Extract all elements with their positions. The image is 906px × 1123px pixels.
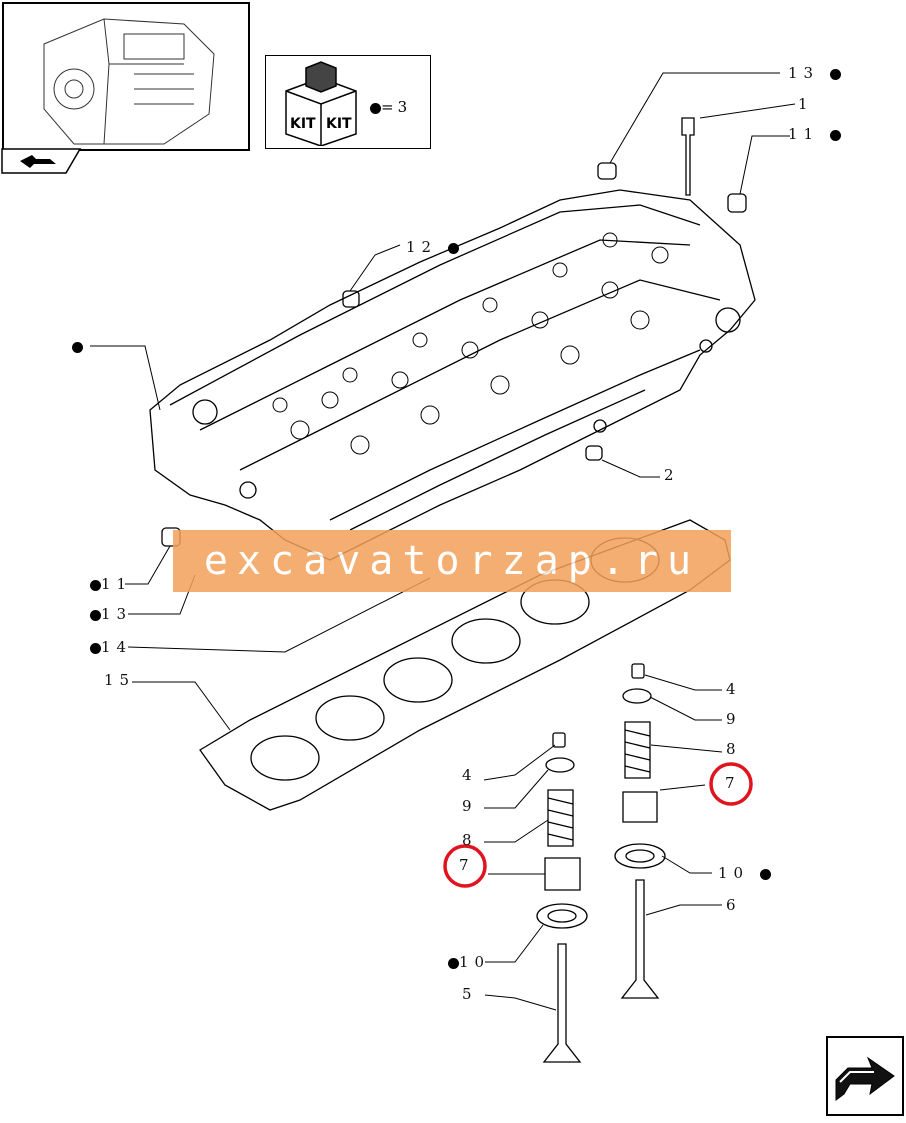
callout-13-left: 13 <box>90 605 132 623</box>
kit-label-right: KIT <box>326 116 352 132</box>
callout-2: 2 <box>664 466 680 484</box>
cylinder-head <box>149 189 756 561</box>
callout-12: 12 <box>406 238 459 256</box>
callout-11-left: 11 <box>90 575 132 593</box>
callout-14: 14 <box>90 638 132 656</box>
next-page-button[interactable] <box>826 1036 904 1116</box>
next-arrow-icon <box>835 1056 895 1101</box>
callout-11-top: 11 <box>788 125 841 143</box>
kit-legend: KIT KIT <box>265 55 431 149</box>
back-arrow-icon <box>1 148 82 174</box>
back-nav-tab[interactable] <box>0 147 82 175</box>
callout-7-left: 7 <box>459 856 475 874</box>
callout-15: 15 <box>104 671 136 689</box>
callout-8-left: 8 <box>462 831 478 849</box>
dowel-13-top <box>597 162 617 180</box>
highlight-circle-right <box>709 762 753 806</box>
leader-lines <box>90 72 796 1011</box>
callout-6: 6 <box>726 896 742 914</box>
callout-9-right: 9 <box>726 710 742 728</box>
kit-quantity-value: 3 <box>397 98 412 116</box>
callout-5: 5 <box>462 985 478 1003</box>
bolt-1 <box>681 117 695 196</box>
engine-thumbnail[interactable] <box>2 2 250 151</box>
dowel-12 <box>342 290 360 308</box>
kit-box-icon: KIT KIT <box>285 61 357 146</box>
callout-13-top: 13 <box>788 64 841 82</box>
callout-4-left: 4 <box>462 766 478 784</box>
watermark-banner: excavatorzap.ru <box>173 530 731 592</box>
kit-label-left: KIT <box>290 116 316 132</box>
highlight-circle-left <box>443 844 487 888</box>
valve-assembly-right <box>614 663 666 999</box>
callout-10-right: 10 <box>718 864 771 882</box>
kit-quantity: =3 <box>370 98 411 116</box>
callout-head-bullet <box>72 337 83 355</box>
callout-9-left: 9 <box>462 797 478 815</box>
engine-thumbnail-icon <box>43 18 215 145</box>
callout-1: 1 <box>798 95 814 113</box>
callout-4-right: 4 <box>726 680 742 698</box>
plug-2 <box>585 445 603 461</box>
valve-assembly-left <box>536 732 588 1063</box>
callout-10-left: 10 <box>448 953 490 971</box>
callout-7-right: 7 <box>725 774 741 792</box>
callout-8-right: 8 <box>726 740 742 758</box>
dowel-11-top <box>727 193 747 213</box>
